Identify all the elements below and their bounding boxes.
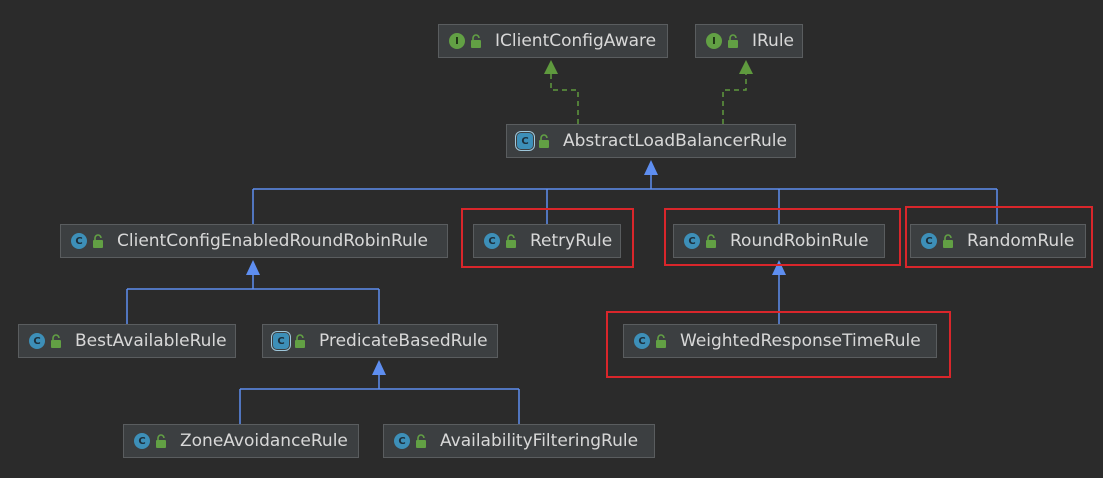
class-icon: C (394, 433, 410, 449)
public-lock-icon (504, 233, 518, 249)
node-label: RoundRobinRule (730, 231, 869, 251)
public-lock-icon (537, 133, 551, 149)
implements-edge (550, 74, 579, 124)
class-icon: C (921, 233, 937, 249)
public-lock-icon (726, 33, 740, 49)
node-clientconfigenabledroundrobinrule[interactable]: C ClientConfigEnabledRoundRobinRule (60, 224, 448, 258)
class-icon: C (71, 233, 87, 249)
node-zoneavoidancerule[interactable]: C ZoneAvoidanceRule (123, 424, 359, 458)
node-iclientconfigaware[interactable]: I IClientConfigAware (438, 24, 668, 58)
abstract-class-icon: C (515, 131, 535, 151)
highlight-box-retryrule (461, 208, 634, 268)
extends-arrowhead (772, 260, 786, 275)
node-bestavailablerule[interactable]: C BestAvailableRule (18, 324, 236, 358)
public-lock-icon (654, 333, 668, 349)
node-irule[interactable]: I IRule (695, 24, 803, 58)
public-lock-icon (154, 433, 168, 449)
public-lock-icon (49, 333, 63, 349)
implements-arrowhead (739, 60, 753, 74)
node-label: IClientConfigAware (495, 31, 657, 51)
node-label: ClientConfigEnabledRoundRobinRule (117, 231, 428, 251)
public-lock-icon (91, 233, 105, 249)
extends-arrowhead (372, 360, 386, 375)
node-label: PredicateBasedRule (319, 331, 488, 351)
class-icon: C (684, 233, 700, 249)
node-label: ZoneAvoidanceRule (180, 431, 348, 451)
highlight-box-randomrule (905, 206, 1093, 268)
node-weightedresponsetimerule[interactable]: C WeightedResponseTimeRule (623, 324, 937, 358)
node-label: RetryRule (530, 231, 613, 251)
implements-arrowhead (544, 60, 558, 74)
node-availabilityfilteringrule[interactable]: C AvailabilityFilteringRule (383, 424, 655, 458)
implements-edge (722, 74, 747, 124)
node-roundrobinrule[interactable]: C RoundRobinRule (673, 224, 885, 258)
class-icon: C (484, 233, 500, 249)
class-icon: C (134, 433, 150, 449)
node-predicatebasedrule[interactable]: C PredicateBasedRule (262, 324, 498, 358)
extends-arrowhead (644, 160, 658, 175)
public-lock-icon (293, 333, 307, 349)
public-lock-icon (414, 433, 428, 449)
node-randomrule[interactable]: C RandomRule (910, 224, 1086, 258)
class-icon: C (634, 333, 650, 349)
public-lock-icon (704, 233, 718, 249)
abstract-class-icon: C (271, 331, 291, 351)
node-abstractloadbalancerrule[interactable]: C AbstractLoadBalancerRule (506, 124, 796, 158)
node-label: IRule (752, 31, 795, 51)
node-label: RandomRule (967, 231, 1075, 251)
node-retryrule[interactable]: C RetryRule (473, 224, 621, 258)
node-label: WeightedResponseTimeRule (680, 331, 921, 351)
node-label: AvailabilityFilteringRule (440, 431, 639, 451)
extends-arrowhead (246, 260, 260, 275)
highlight-box-roundrobinrule (664, 208, 901, 266)
node-label: BestAvailableRule (75, 331, 227, 351)
public-lock-icon (941, 233, 955, 249)
class-icon: C (29, 333, 45, 349)
interface-icon: I (706, 33, 722, 49)
node-label: AbstractLoadBalancerRule (563, 131, 787, 151)
highlight-box-weightedresponsetimerule (606, 311, 951, 378)
interface-icon: I (449, 33, 465, 49)
public-lock-icon (469, 33, 483, 49)
